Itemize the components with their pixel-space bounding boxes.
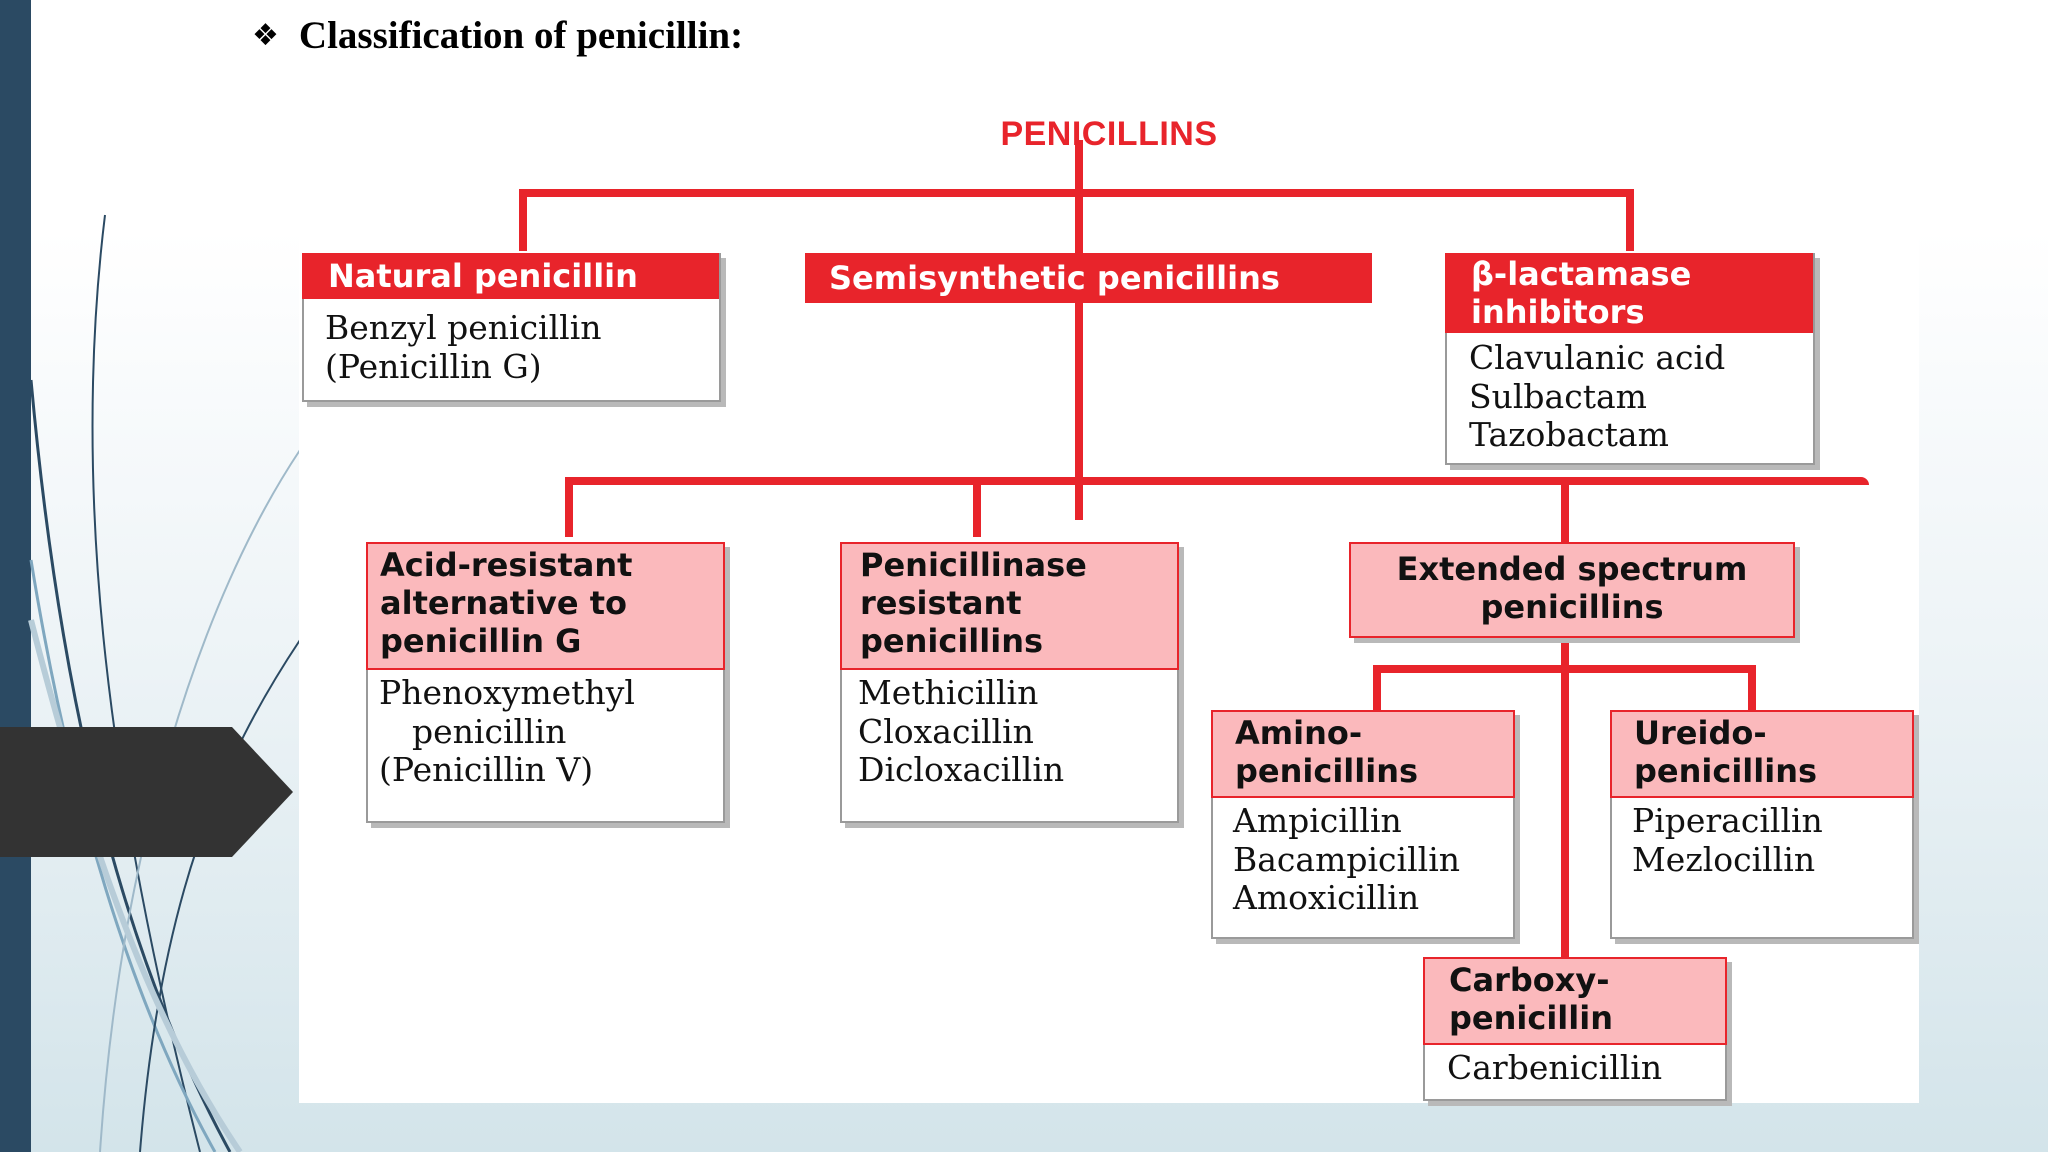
connector-line (1626, 189, 1634, 251)
connector-line (565, 477, 1869, 485)
node-header: β-lactamase inhibitors (1445, 253, 1813, 333)
header-line: penicillins (1480, 588, 1664, 626)
node-items: Clavulanic acid Sulbactam Tazobactam (1469, 338, 1726, 455)
node-items: Ampicillin Bacampicillin Amoxicillin (1233, 801, 1461, 918)
item-piperacillin: Piperacillin (1632, 801, 1823, 840)
node-items: Carbenicillin (1447, 1048, 1663, 1088)
item-penicillin-v: (Penicillin V) (379, 750, 594, 789)
diamond-bullet-icon: ❖ (252, 17, 279, 53)
header-line: resistant (860, 584, 1022, 622)
header-line: alternative to (380, 584, 627, 622)
item-methicillin: Methicillin (858, 673, 1039, 712)
item-bacampicillin: Bacampicillin (1233, 839, 1461, 879)
header-line: Amino- (1235, 714, 1363, 752)
connector-line (1748, 665, 1756, 715)
header-line: Carboxy- (1449, 961, 1610, 999)
connector-line (1075, 140, 1083, 520)
item-carbenicillin: Carbenicillin (1447, 1048, 1663, 1087)
node-semisynthetic-penicillins: Semisynthetic penicillins (805, 253, 1372, 303)
node-header: Carboxy- penicillin (1423, 957, 1727, 1045)
node-items: Phenoxymethyl penicillin (Penicillin V) (379, 673, 635, 790)
header-line: Ureido- (1634, 714, 1767, 752)
header-line: penicillin G (380, 622, 582, 660)
node-items: Benzyl penicillin (Penicillin G) (325, 308, 602, 386)
item-dicloxacillin: Dicloxacillin (858, 750, 1065, 789)
item-cloxacillin: Cloxacillin (858, 711, 1034, 751)
header-line: inhibitors (1471, 293, 1645, 331)
slide-title: Classification of penicillin: (298, 13, 744, 57)
header-line: Acid-resistant (380, 546, 633, 584)
node-items: Piperacillin Mezlocillin (1632, 801, 1823, 879)
connector-line (1561, 477, 1569, 1045)
item-clavulanic-acid: Clavulanic acid (1469, 338, 1726, 377)
connector-line (1373, 665, 1381, 715)
node-extended-spectrum: Extended spectrum penicillins (1349, 542, 1795, 638)
header-line: β-lactamase (1471, 255, 1692, 293)
item-sulbactam: Sulbactam (1469, 376, 1647, 416)
connector-line (1373, 665, 1756, 673)
item-ampicillin: Ampicillin (1233, 801, 1402, 840)
header-line: Extended spectrum (1396, 550, 1748, 588)
item-penicillin-g: (Penicillin G) (325, 346, 542, 386)
item-benzyl-penicillin: Benzyl penicillin (325, 308, 602, 347)
item-penicillin: penicillin (412, 711, 567, 751)
item-amoxicillin: Amoxicillin (1233, 878, 1420, 917)
header-line: penicillin (1449, 999, 1613, 1037)
connector-line (565, 477, 573, 537)
left-accent-bar (0, 0, 31, 1152)
header-line: penicillins (1634, 752, 1818, 790)
connector-line (519, 189, 1634, 197)
connector-line (973, 477, 981, 537)
node-header: Penicillinase resistant penicillins (840, 542, 1179, 670)
node-header: Natural penicillin (302, 253, 719, 299)
node-header: Amino- penicillins (1211, 710, 1515, 798)
item-mezlocillin: Mezlocillin (1632, 839, 1816, 879)
node-header: Ureido- penicillins (1610, 710, 1914, 798)
item-tazobactam: Tazobactam (1469, 415, 1669, 454)
root-node-title: PENICILLINS (1000, 115, 1218, 153)
slide-heading: ❖ Classification of penicillin: (252, 10, 743, 60)
header-line: penicillins (860, 622, 1044, 660)
header-line: penicillins (1235, 752, 1419, 790)
node-items: Methicillin Cloxacillin Dicloxacillin (858, 673, 1065, 790)
pentagon-arrow-shape (0, 727, 293, 857)
classification-diagram: PENICILLINS Natural penicillin Benzyl pe… (299, 85, 1919, 1103)
node-header: Acid-resistant alternative to penicillin… (366, 542, 725, 670)
header-line: Penicillinase (860, 546, 1087, 584)
connector-line (519, 189, 527, 251)
item-phenoxymethyl: Phenoxymethyl (379, 673, 635, 712)
